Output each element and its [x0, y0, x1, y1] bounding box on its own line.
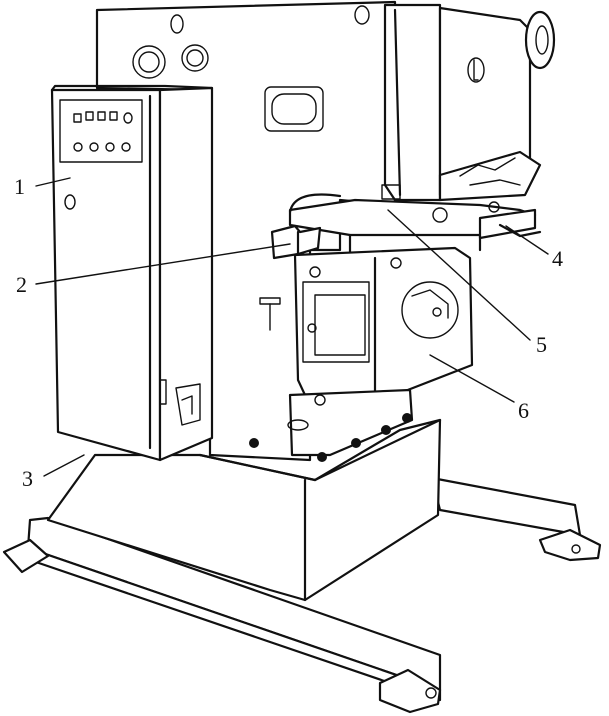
- housing-flywheel: [401, 281, 459, 339]
- foot-pad-front-right: [378, 668, 442, 714]
- boss-large-inner: [138, 51, 160, 73]
- bolt-dot-2: [317, 452, 327, 462]
- callout-4: 4: [552, 246, 563, 271]
- callout-5: 5: [536, 332, 547, 357]
- callout-labels: 1 2 3 4 5 6: [14, 174, 563, 491]
- blade-serration-2: [469, 179, 521, 186]
- cabinet-handle: [181, 395, 193, 415]
- upper-head: [381, 3, 556, 223]
- lower-hole: [314, 394, 326, 406]
- hole-1: [309, 266, 321, 278]
- flywheel-hub: [432, 307, 442, 317]
- lower-slot: [287, 419, 309, 431]
- hole-3: [307, 323, 317, 333]
- button-3: [105, 142, 115, 152]
- base-frame: [2, 418, 602, 714]
- leader-5: [387, 209, 531, 341]
- fix-bolt: [432, 207, 448, 223]
- curved-pipe: [288, 193, 342, 214]
- flywheel-rib: [411, 289, 449, 319]
- base-back-rail: [430, 476, 582, 537]
- shear-table: [259, 193, 542, 462]
- knob-top: [123, 112, 133, 124]
- boss-medium-outer: [181, 44, 209, 72]
- indicator-1: [73, 113, 82, 123]
- leader-2: [35, 243, 291, 285]
- callout-2: 2: [16, 272, 27, 297]
- notch-frame: [302, 281, 370, 363]
- small-hole-top: [170, 14, 184, 34]
- hole-2: [390, 257, 402, 269]
- cabinet-handle-box: [175, 383, 201, 426]
- top-wheel: [524, 10, 556, 70]
- button-1: [73, 142, 83, 152]
- punch-housing: [293, 246, 474, 397]
- foot-pad-back-right: [538, 528, 602, 562]
- head-edge: [393, 8, 402, 197]
- bolt-dot-3: [351, 438, 361, 448]
- head-bolt-outer: [467, 57, 485, 83]
- button-4: [121, 142, 131, 152]
- angle-blade-holder: [438, 150, 542, 202]
- cabinet-side: [158, 86, 214, 462]
- bolt-dot-5: [402, 413, 412, 423]
- pedestal-top-edge: [313, 418, 442, 482]
- leader-lines: [35, 177, 549, 477]
- blade-serration: [459, 157, 516, 177]
- callout-6: 6: [518, 398, 529, 423]
- side-plate-4: [478, 208, 537, 240]
- lower-column: [288, 388, 414, 457]
- leader-3: [43, 454, 85, 477]
- boss-large-outer: [132, 45, 166, 79]
- pedestal-top-edge-left: [198, 453, 317, 482]
- cabinet-top: [50, 84, 214, 92]
- window-slot: [271, 93, 317, 125]
- bolt-dot: [249, 438, 259, 448]
- cutter-block: [270, 224, 322, 260]
- fix-bolt-2: [488, 201, 500, 213]
- foot-pad-left: [2, 538, 50, 574]
- foot-pad-bolt-back: [571, 544, 581, 554]
- blade-clamp: [381, 184, 401, 200]
- head-front: [383, 3, 442, 202]
- window-frame: [264, 86, 324, 132]
- head-bolt-inner: [473, 59, 479, 81]
- head-side: [438, 6, 532, 197]
- leader-6: [429, 354, 515, 403]
- bolt-dot-4: [381, 425, 391, 435]
- control-panel: [59, 99, 143, 163]
- indicator-2: [85, 111, 94, 121]
- button-2: [89, 142, 99, 152]
- callout-1: 1: [14, 174, 25, 199]
- leader-4: [505, 225, 549, 255]
- hinge: [159, 379, 167, 405]
- boss-medium-inner: [186, 49, 204, 67]
- leader-1: [35, 177, 71, 187]
- foot-pad-bolt: [425, 687, 437, 699]
- top-wheel-inner: [535, 25, 549, 55]
- callout-3: 3: [22, 466, 33, 491]
- indicator-3: [97, 111, 106, 121]
- indicator-4: [109, 111, 118, 121]
- door-lock: [64, 194, 76, 210]
- electrical-cabinet: [50, 84, 214, 462]
- small-hole-right: [354, 5, 370, 25]
